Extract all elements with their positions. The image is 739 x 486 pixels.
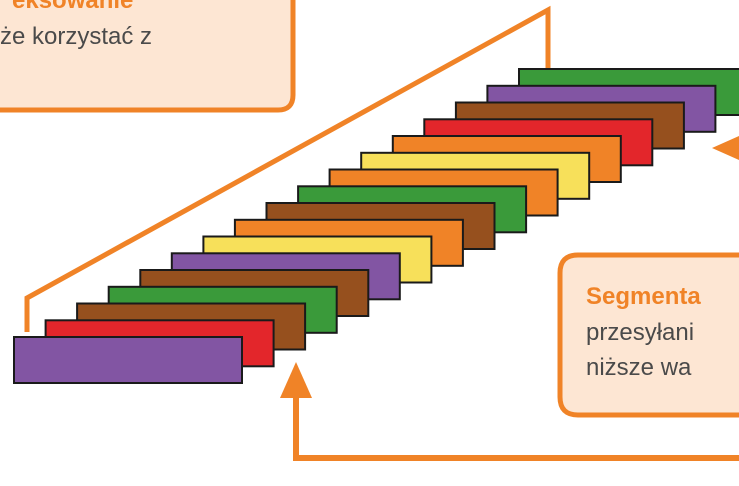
right-callout-box <box>557 252 739 418</box>
top-left-callout-text: że korzystać z <box>0 23 152 50</box>
top-left-callout-box <box>0 0 296 113</box>
segment-1 <box>13 336 243 384</box>
right-callout-text-line-1: przesyłani <box>586 319 694 346</box>
bracket-line <box>24 5 551 332</box>
right-callout-title: Segmenta <box>586 283 701 310</box>
top-left-callout-title: eksowanie <box>12 0 133 14</box>
right-callout-text-line-2: niższe wa <box>586 354 692 381</box>
segment-stack <box>13 68 739 384</box>
return-arrow-line <box>293 395 739 461</box>
up-arrow-icon <box>280 362 312 398</box>
left-pointing-arrow-icon <box>712 136 739 160</box>
